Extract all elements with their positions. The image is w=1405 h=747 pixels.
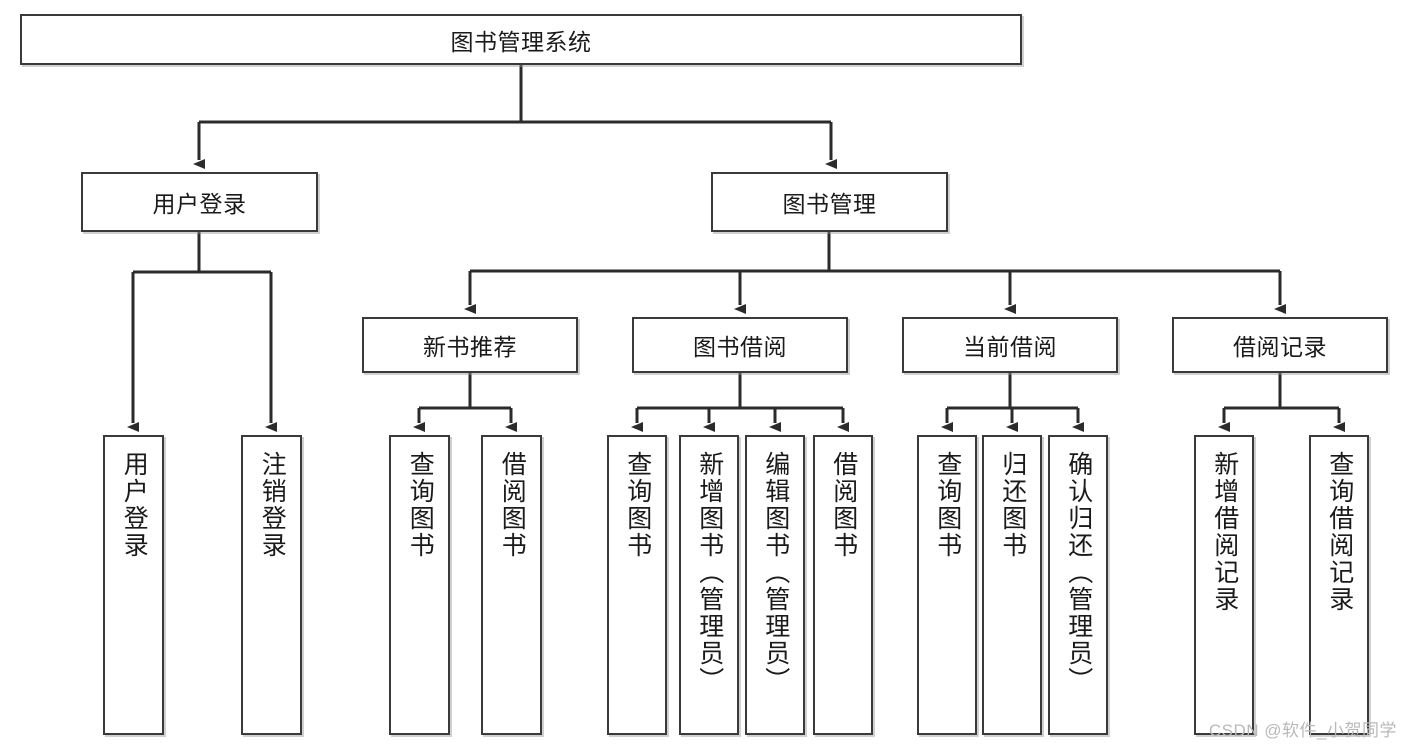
node-book-borrow-label: 图书借阅: [693, 334, 787, 360]
node-leaf-logout-label: 注销登录: [258, 451, 287, 559]
node-leaf-query-book-3[interactable]: 查询图书: [917, 435, 977, 735]
node-leaf-add-record[interactable]: 新增借阅记录: [1194, 435, 1254, 735]
node-user-login-label: 用户登录: [152, 191, 247, 217]
node-new-book-rec[interactable]: 新书推荐: [362, 317, 578, 373]
node-leaf-user-login-label: 用户登录: [120, 451, 149, 559]
node-user-login[interactable]: 用户登录: [81, 172, 318, 232]
node-leaf-add-record-label: 新增借阅记录: [1210, 451, 1239, 613]
node-new-book-rec-label: 新书推荐: [423, 334, 517, 360]
node-book-manage-label: 图书管理: [782, 191, 877, 217]
node-borrow-record[interactable]: 借阅记录: [1172, 317, 1388, 373]
node-leaf-logout[interactable]: 注销登录: [241, 435, 302, 735]
node-leaf-query-record-label: 查询借阅记录: [1325, 451, 1354, 613]
node-current-borrow[interactable]: 当前借阅: [902, 317, 1118, 373]
node-borrow-record-label: 借阅记录: [1233, 334, 1327, 360]
node-leaf-query-record[interactable]: 查询借阅记录: [1309, 435, 1369, 735]
node-leaf-add-book-label: 新增图书（管理员）: [695, 451, 724, 694]
node-leaf-query-book-2[interactable]: 查询图书: [607, 435, 667, 735]
node-current-borrow-label: 当前借阅: [963, 334, 1057, 360]
node-leaf-query-book-3-label: 查询图书: [933, 451, 962, 559]
node-leaf-borrow-book-1-label: 借阅图书: [498, 451, 527, 559]
node-leaf-borrow-book-1[interactable]: 借阅图书: [481, 435, 542, 735]
node-leaf-user-login[interactable]: 用户登录: [103, 435, 164, 735]
node-leaf-edit-book[interactable]: 编辑图书（管理员）: [745, 435, 805, 735]
node-leaf-borrow-book-2-label: 借阅图书: [829, 451, 858, 559]
node-leaf-add-book[interactable]: 新增图书（管理员）: [679, 435, 739, 735]
csdn-watermark: CSDN @软件_小贺同学: [1208, 721, 1397, 740]
node-leaf-query-book-1-label: 查询图书: [406, 451, 435, 559]
node-root-label: 图书管理系统: [450, 28, 592, 55]
node-leaf-borrow-book-2[interactable]: 借阅图书: [813, 435, 873, 735]
node-book-manage[interactable]: 图书管理: [711, 172, 948, 232]
node-book-borrow[interactable]: 图书借阅: [632, 317, 848, 373]
node-leaf-confirm-return[interactable]: 确认归还（管理员）: [1048, 435, 1108, 735]
node-leaf-return-book-label: 归还图书: [998, 451, 1027, 559]
node-leaf-return-book[interactable]: 归还图书: [982, 435, 1042, 735]
node-leaf-query-book-2-label: 查询图书: [623, 451, 652, 559]
node-leaf-confirm-return-label: 确认归还（管理员）: [1064, 451, 1093, 694]
node-root[interactable]: 图书管理系统: [20, 14, 1022, 65]
node-leaf-edit-book-label: 编辑图书（管理员）: [761, 451, 790, 694]
node-leaf-query-book-1[interactable]: 查询图书: [389, 435, 450, 735]
